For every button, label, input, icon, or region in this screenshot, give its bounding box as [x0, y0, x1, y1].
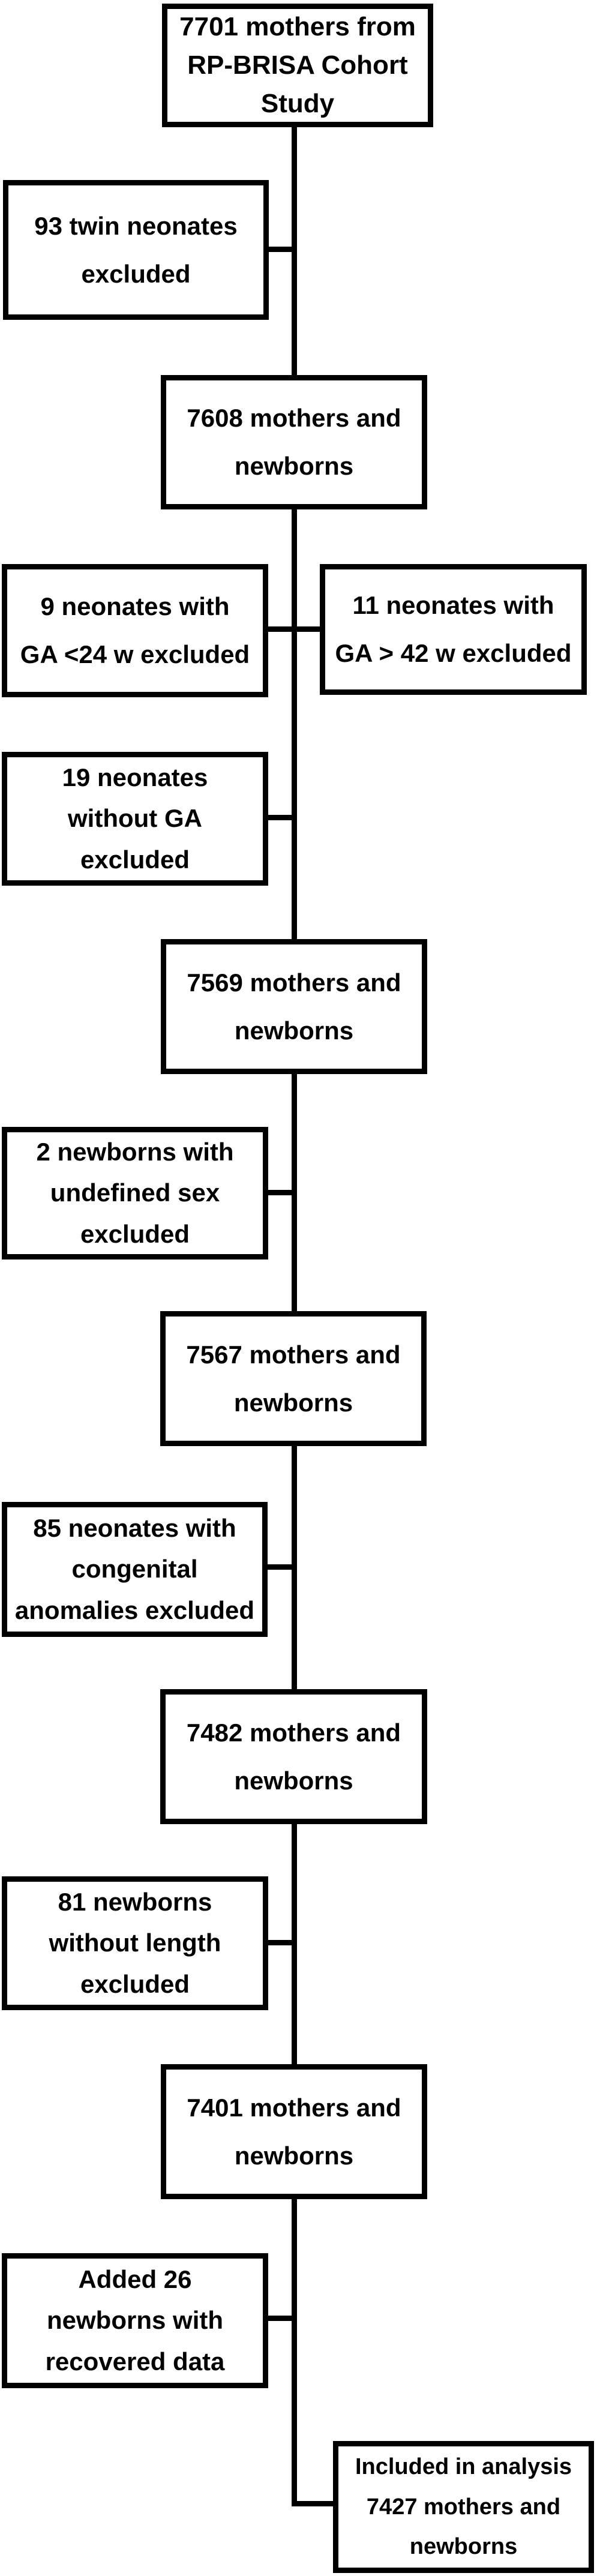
box-excluded-ga-over-42w: 11 neonates with GA > 42 w excluded — [320, 564, 587, 695]
box-excluded-ga-under-24w: 9 neonates with GA <24 w excluded — [2, 564, 268, 697]
box-added-recovered-data-text: Added 26 newborns with recovered data — [45, 2265, 225, 2376]
connector-added-newborns — [268, 2316, 292, 2321]
box-excluded-undefined-sex: 2 newborns with undefined sex excluded — [2, 1127, 268, 1259]
box-excluded-without-ga-text: 19 neonates without GA excluded — [62, 763, 208, 874]
connector-anomalies-excluded — [268, 1564, 292, 1570]
box-excluded-twins: 93 twin neonates excluded — [3, 180, 269, 320]
box-cohort-source: 7701 mothers from RP-BRISA Cohort Study — [162, 4, 433, 127]
box-excluded-undefined-sex-text: 2 newborns with undefined sex excluded — [36, 1138, 234, 1248]
box-included-in-analysis-text: Included in analysis 7427 mothers and ne… — [355, 2454, 572, 2560]
box-added-recovered-data: Added 26 newborns with recovered data — [2, 2253, 268, 2388]
box-excluded-without-ga: 19 neonates without GA excluded — [2, 752, 268, 886]
box-7569-mothers-newborns-text: 7569 mothers and newborns — [187, 968, 401, 1045]
box-excluded-twins-text: 93 twin neonates excluded — [34, 211, 238, 288]
box-excluded-without-length-text: 81 newborns without length excluded — [49, 1888, 221, 1998]
box-excluded-ga-under-24w-text: 9 neonates with GA <24 w excluded — [20, 592, 250, 668]
box-excluded-congenital-anomalies: 85 neonates with congenital anomalies ex… — [2, 1502, 268, 1637]
connector-undefined-sex — [268, 1190, 292, 1195]
box-cohort-source-text: 7701 mothers from RP-BRISA Cohort Study — [179, 12, 416, 118]
box-7608-mothers-newborns: 7608 mothers and newborns — [161, 375, 427, 509]
box-included-in-analysis: Included in analysis 7427 mothers and ne… — [333, 2441, 594, 2573]
box-7401-mothers-newborns-text: 7401 mothers and newborns — [187, 2093, 401, 2170]
box-7482-mothers-newborns: 7482 mothers and newborns — [160, 1689, 427, 1824]
box-7567-mothers-newborns: 7567 mothers and newborns — [160, 1311, 427, 1446]
box-7569-mothers-newborns: 7569 mothers and newborns — [161, 939, 427, 1074]
connector-ga-exclusions — [268, 626, 320, 632]
connector-twins-excluded — [269, 247, 292, 252]
box-7401-mothers-newborns: 7401 mothers and newborns — [161, 2064, 427, 2199]
box-7608-mothers-newborns-text: 7608 mothers and newborns — [187, 404, 401, 480]
connector-final-elbow — [292, 2501, 336, 2506]
box-excluded-without-length: 81 newborns without length excluded — [2, 1876, 268, 2010]
box-excluded-congenital-anomalies-text: 85 neonates with congenital anomalies ex… — [14, 1514, 255, 1624]
connector-no-length-excluded — [268, 1940, 292, 1945]
box-7567-mothers-newborns-text: 7567 mothers and newborns — [186, 1340, 401, 1417]
box-excluded-ga-over-42w-text: 11 neonates with GA > 42 w excluded — [335, 591, 572, 667]
box-7482-mothers-newborns-text: 7482 mothers and newborns — [186, 1718, 401, 1795]
connector-no-ga-excluded — [268, 815, 292, 820]
